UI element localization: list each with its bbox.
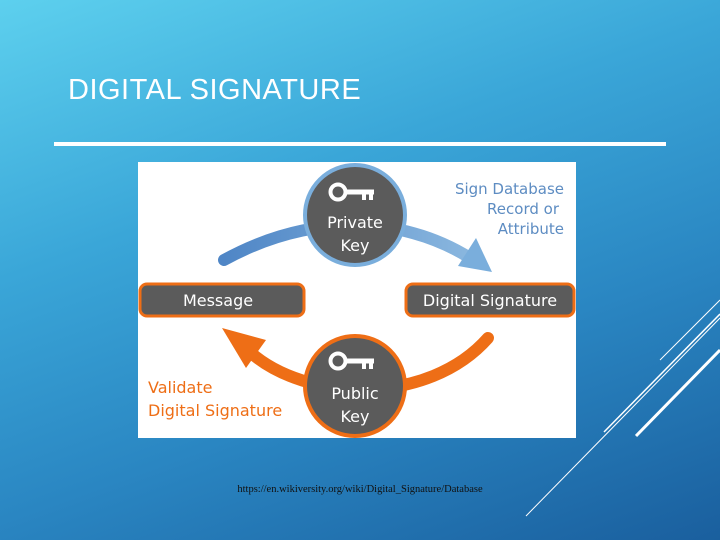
private-key-label-line2: Key — [340, 236, 369, 255]
digital-signature-diagram: Private Key Public Key Message Digital S… — [138, 162, 576, 438]
validate-arrow-head — [222, 328, 266, 368]
validate-annotation-line1: Validate — [148, 378, 212, 397]
deco-line — [603, 313, 720, 433]
private-key-node: Private Key — [303, 163, 407, 267]
slide-title: DIGITAL SIGNATURE — [68, 74, 362, 106]
sign-arrow-head — [458, 238, 492, 272]
validate-annotation-line2: Digital Signature — [148, 401, 282, 420]
public-key-label-line2: Key — [340, 407, 369, 426]
deco-line — [634, 348, 720, 438]
public-key-label-line1: Public — [331, 384, 378, 403]
message-label: Message — [183, 291, 253, 310]
sign-annotation: Sign Database Record or Attribute — [455, 180, 564, 238]
deco-line — [525, 317, 720, 517]
source-url-caption: https://en.wikiversity.org/wiki/Digital_… — [237, 484, 483, 495]
digital-signature-node: Digital Signature — [404, 282, 576, 318]
title-divider — [54, 142, 666, 146]
private-key-label-line1: Private — [327, 213, 383, 232]
deco-line — [659, 299, 720, 361]
digital-signature-label: Digital Signature — [423, 291, 557, 310]
sign-annotation-line3: Attribute — [498, 220, 564, 238]
validate-annotation: Validate Digital Signature — [148, 378, 282, 420]
sign-annotation-line1: Sign Database — [455, 180, 564, 198]
sign-annotation-line2: Record or — [487, 200, 560, 218]
public-key-node: Public Key — [303, 334, 407, 438]
message-node: Message — [138, 282, 306, 318]
